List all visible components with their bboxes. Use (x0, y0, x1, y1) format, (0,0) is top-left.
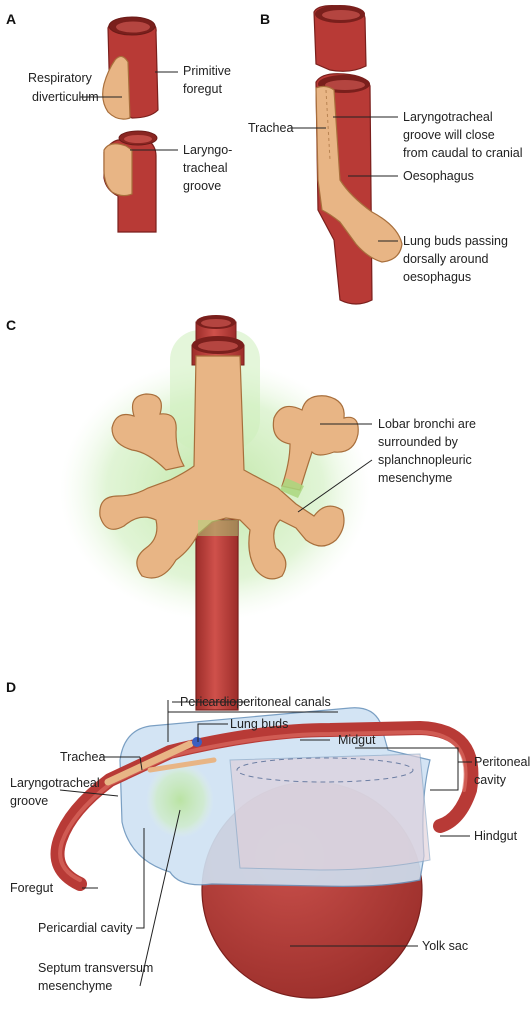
label-lobar-bronchi: Lobar bronchi are (378, 417, 476, 431)
label-lung-buds-passing-2: dorsally around (403, 252, 489, 266)
gut-tube-shape (50, 720, 479, 891)
label-lung-buds-d: Lung buds (230, 717, 288, 731)
septum-transversum-shape (146, 762, 214, 838)
label-laryngotracheal-groove-b-2: groove will close (403, 128, 495, 142)
label-septum-transversum-2: mesenchyme (38, 979, 112, 993)
trachea-shape-b (315, 85, 403, 263)
panel-a: A Respiratory diverticulum Primitive for… (6, 11, 232, 233)
label-lobar-bronchi-3: splanchnopleuric (378, 453, 472, 467)
label-trachea-b: Trachea (248, 121, 293, 135)
label-laryngotracheal-groove-d-2: groove (10, 794, 48, 808)
label-laryngotracheal-groove-a-2: tracheal (183, 161, 227, 175)
label-pericardial-cavity: Pericardial cavity (38, 921, 133, 935)
panel-d: D Pericardioperitoneal canals (6, 679, 530, 999)
label-hindgut: Hindgut (474, 829, 518, 843)
label-laryngotracheal-groove-b-3: from caudal to cranial (403, 146, 523, 160)
label-respiratory-diverticulum-2: diverticulum (32, 90, 99, 104)
panel-b: B Trachea Laryngotracheal groove will cl… (248, 5, 523, 305)
label-trachea-d: Trachea (60, 750, 105, 764)
respiratory-diverticulum-shape (102, 55, 131, 120)
label-respiratory-diverticulum: Respiratory (28, 71, 93, 85)
panel-c-letter: C (6, 317, 16, 333)
panel-a-letter: A (6, 11, 16, 27)
label-peritoneal-cavity-2: cavity (474, 773, 507, 787)
bronchial-tree (99, 355, 345, 580)
label-yolk-sac: Yolk sac (422, 939, 468, 953)
panel-c: C Lobar bronchi are surrounded by splanc… (6, 315, 476, 711)
label-peritoneal-cavity: Peritoneal (474, 755, 530, 769)
label-primitive-foregut: Primitive (183, 64, 231, 78)
label-lobar-bronchi-2: surrounded by (378, 435, 459, 449)
label-midgut: Midgut (338, 733, 376, 747)
label-laryngotracheal-groove-a-3: groove (183, 179, 221, 193)
label-lobar-bronchi-4: mesenchyme (378, 471, 452, 485)
label-laryngotracheal-groove-a: Laryngo- (183, 143, 232, 157)
label-pericardioperitoneal-canals: Pericardioperitoneal canals (180, 695, 331, 709)
label-oesophagus: Oesophagus (403, 169, 474, 183)
label-lung-buds-passing: Lung buds passing (403, 234, 508, 248)
label-laryngotracheal-groove-d: Laryngotracheal (10, 776, 100, 790)
label-foregut: Foregut (10, 881, 54, 895)
label-lung-buds-passing-3: oesophagus (403, 270, 471, 284)
panel-d-letter: D (6, 679, 16, 695)
label-septum-transversum: Septum transversum (38, 961, 153, 975)
label-laryngotracheal-groove-b: Laryngotracheal (403, 110, 493, 124)
label-primitive-foregut-2: foregut (183, 82, 222, 96)
panel-b-letter: B (260, 11, 270, 27)
